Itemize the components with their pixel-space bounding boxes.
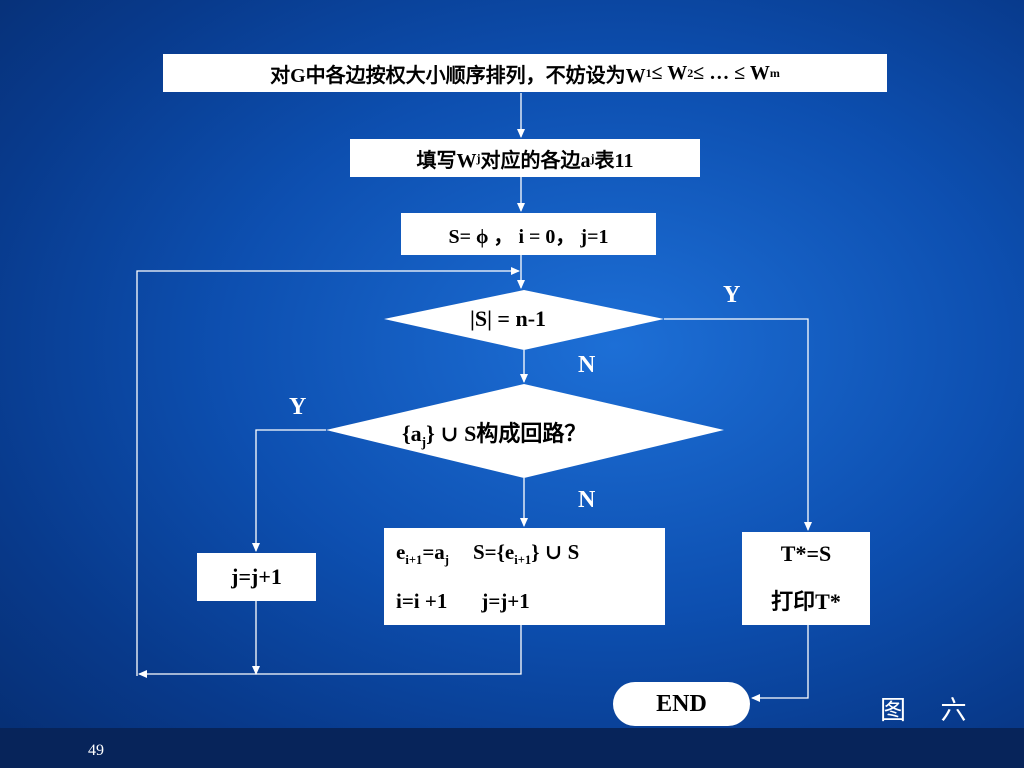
sub-j-2: j xyxy=(590,150,595,165)
sub-1: 1 xyxy=(645,65,652,80)
fill-table-text-2: 对应的各边a xyxy=(480,149,591,172)
add-edge-set: S={e xyxy=(472,539,515,564)
init-box: S= ϕ ， i = 0， j=1 xyxy=(401,213,656,255)
increment-j-box: j=j+1 xyxy=(197,553,316,601)
sub-i1-2: i+1 xyxy=(514,552,532,567)
footer-bar xyxy=(0,728,1024,768)
output-box: T*=S 打印T* xyxy=(742,532,870,625)
figure-caption: 图 六 xyxy=(880,696,981,725)
page-number: 49 xyxy=(88,742,104,759)
output-line1: T*=S xyxy=(780,540,832,566)
init-text: S= ϕ ， i = 0， j=1 xyxy=(448,225,609,248)
arrow-bottom-return xyxy=(138,625,522,678)
sub-j: j xyxy=(476,150,481,165)
no-label-2: N xyxy=(578,487,596,513)
output-line2: 打印T* xyxy=(771,589,841,615)
yes-label-1: Y xyxy=(723,282,741,308)
arrow-right-to-end xyxy=(751,625,809,702)
add-edge-line2: i=i +1 j=j+1 xyxy=(396,589,530,614)
add-edge-union: } ∪ S xyxy=(531,539,580,564)
arrow-diamond2-yes xyxy=(252,429,326,552)
diamond-cycle-text: {aj} ∪ S构成回路？ xyxy=(402,416,586,450)
sub-j-3: j xyxy=(421,434,427,450)
diamond-size-text: |S| = n-1 xyxy=(470,306,546,332)
add-edge-e: e xyxy=(396,539,406,564)
diamond-cycle-label-2: } ∪ S构成回路？ xyxy=(426,421,587,446)
arrow-diamond1-yes xyxy=(664,318,812,531)
loop-back-line xyxy=(136,267,520,676)
diamond-cycle-label: {a xyxy=(402,421,422,446)
sub-m: m xyxy=(769,65,780,80)
decision-diamond-cycle xyxy=(326,384,724,478)
sort-edges-text: 对G中各边按权大小顺序排列，不妨设为W xyxy=(270,64,646,87)
increment-j-text: j=j+1 xyxy=(231,564,282,589)
decision-diamond-size xyxy=(384,290,664,350)
sub-2: 2 xyxy=(687,65,694,80)
sub-j-4: j xyxy=(444,552,449,567)
sort-edges-text-2: ≤ W xyxy=(651,61,688,84)
add-edge-eq: =a xyxy=(422,539,445,564)
yes-label-2: Y xyxy=(289,394,307,420)
no-label-1: N xyxy=(578,352,596,378)
sub-i1: i+1 xyxy=(405,552,423,567)
add-edge-j: j=j+1 xyxy=(481,589,530,614)
end-terminal: END xyxy=(613,682,750,726)
sort-edges-text-3: ≤ … ≤ W xyxy=(693,61,770,84)
end-text: END xyxy=(656,690,707,717)
diamond-size-label: |S| = n-1 xyxy=(470,306,547,331)
fill-table-text-3: 表11 xyxy=(594,149,634,172)
fill-table-text: 填写W xyxy=(416,149,477,172)
add-edge-i: i=i +1 xyxy=(396,589,448,614)
